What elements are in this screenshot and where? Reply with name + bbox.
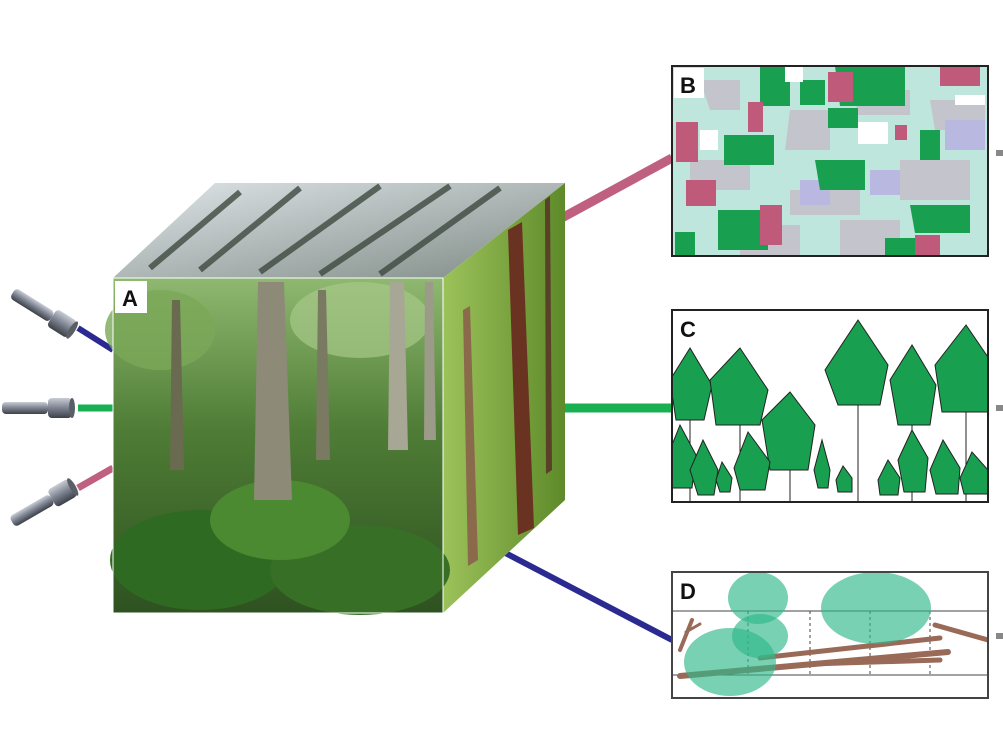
flashlight-icon (10, 478, 79, 526)
canopy-projections (684, 572, 931, 696)
panel-c-vertical-profile: C (671, 309, 989, 503)
panel-b-canopy-map: B (671, 65, 989, 257)
canopy-branches (148, 183, 502, 277)
label-b: B (680, 73, 696, 98)
label-a-box (115, 281, 147, 313)
flashlight-icon (2, 398, 75, 418)
panel-d-ground-plot: D (671, 571, 989, 699)
edge-tick (996, 405, 1003, 411)
edge-tick (996, 633, 1003, 639)
crown-patches (672, 66, 988, 256)
front-foliage (105, 282, 450, 615)
label-d: D (680, 579, 696, 604)
beam-pink (76, 464, 115, 492)
flashlight-icon (11, 289, 79, 339)
edge-tick (996, 150, 1003, 156)
label-a: A (122, 286, 138, 311)
forest-cube: A (105, 183, 565, 615)
profile-trees (672, 319, 988, 502)
side-trunks (463, 196, 552, 566)
front-trunks (170, 282, 436, 500)
beam-blue (76, 325, 115, 353)
label-c: C (680, 317, 696, 342)
connector-ground (488, 542, 674, 643)
